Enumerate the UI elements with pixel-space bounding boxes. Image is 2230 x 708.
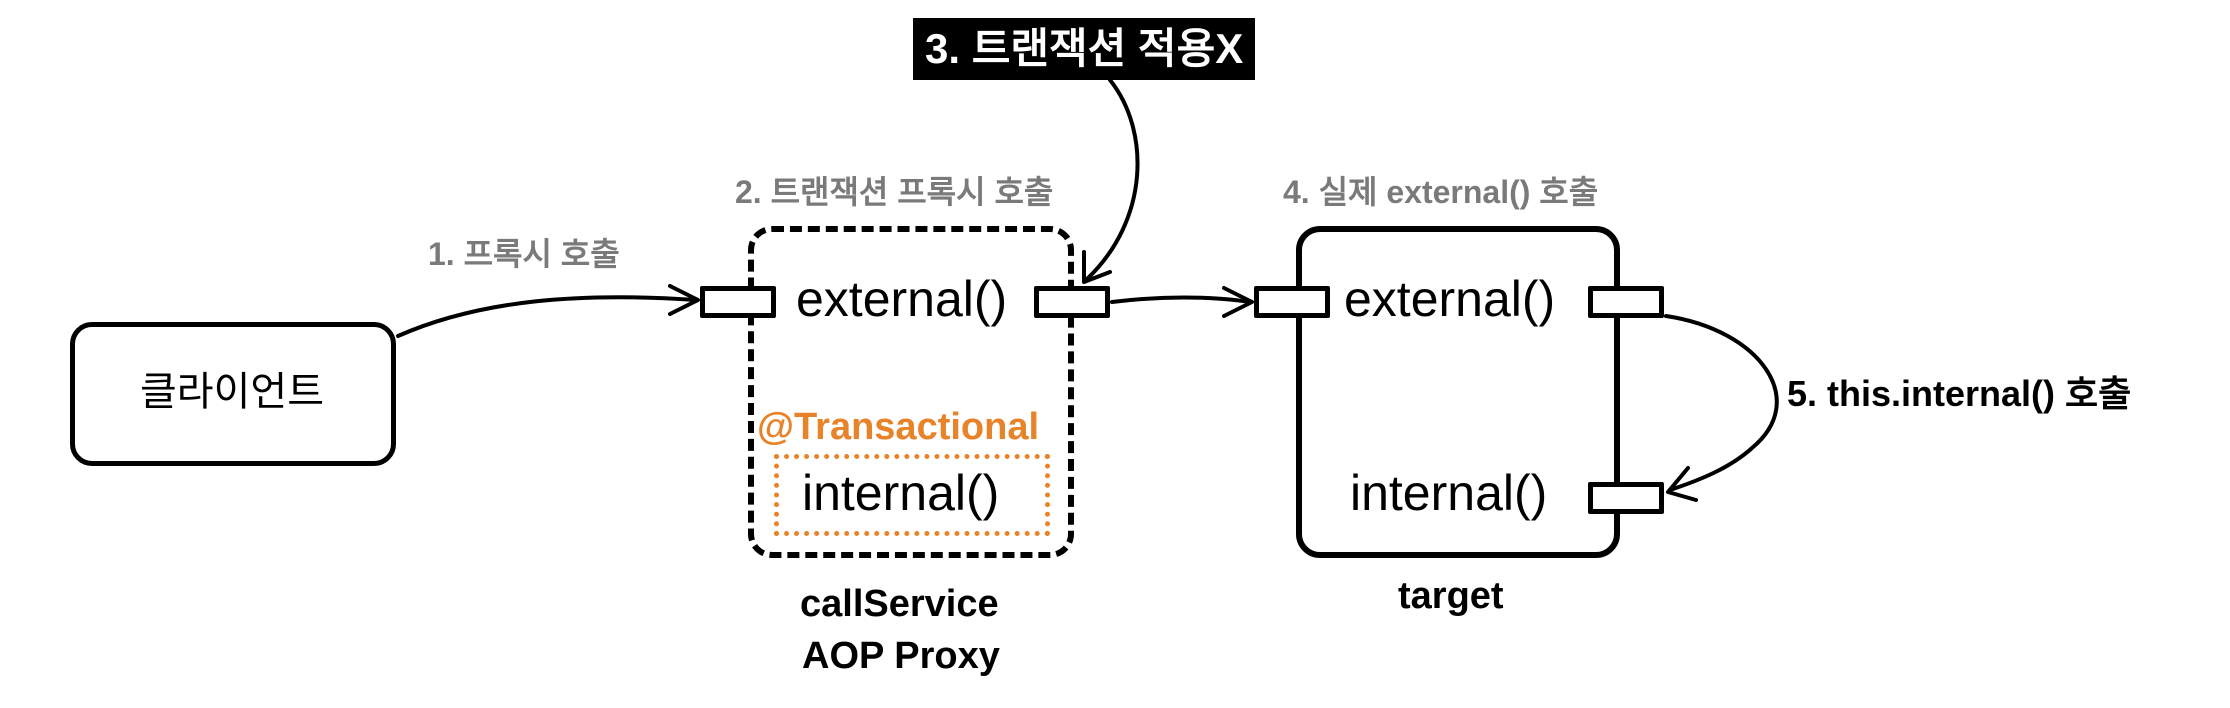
arrowhead-proxy-to-target bbox=[1222, 286, 1254, 318]
step2-label: 2. 트랜잭션 프록시 호출 bbox=[735, 174, 1054, 210]
arrowhead-self-call bbox=[1666, 466, 1698, 502]
step1-label: 1. 프록시 호출 bbox=[428, 236, 620, 272]
proxy-box bbox=[748, 226, 1074, 558]
target-external-method: external() bbox=[1344, 271, 1556, 327]
step5-label: 5. this.internal() 호출 bbox=[1787, 373, 2132, 414]
proxy-in-port bbox=[700, 286, 776, 318]
step3-label: 3. 트랜잭션 적용X bbox=[913, 18, 1256, 80]
client-label: 클라이언트 bbox=[140, 370, 324, 414]
arrowhead-client-to-proxy bbox=[668, 284, 700, 316]
proxy-name-line1: callService bbox=[800, 583, 999, 625]
proxy-name-line2: AOP Proxy bbox=[802, 635, 1000, 677]
transactional-annotation: @Transactional bbox=[757, 406, 1040, 448]
client-box bbox=[70, 322, 396, 466]
target-name: target bbox=[1398, 575, 1504, 617]
arrow-self-call bbox=[1664, 314, 1779, 492]
proxy-out-port bbox=[1034, 286, 1110, 318]
arrow-proxy-to-target bbox=[1110, 295, 1252, 304]
arrow-client-to-proxy bbox=[396, 295, 698, 338]
proxy-internal-method: internal() bbox=[802, 465, 1000, 521]
arrowhead-step3-to-proxy bbox=[1082, 250, 1112, 284]
target-box bbox=[1296, 226, 1620, 558]
target-external-out-port bbox=[1588, 286, 1664, 318]
target-internal-method: internal() bbox=[1350, 465, 1548, 521]
target-internal-in-port bbox=[1588, 482, 1664, 514]
proxy-external-method: external() bbox=[796, 271, 1008, 327]
arrow-step3-to-proxy bbox=[1084, 78, 1140, 282]
step4-label: 4. 실제 external() 호출 bbox=[1283, 174, 1599, 210]
internal-dotted-box bbox=[774, 454, 1050, 536]
target-in-port bbox=[1254, 286, 1330, 318]
